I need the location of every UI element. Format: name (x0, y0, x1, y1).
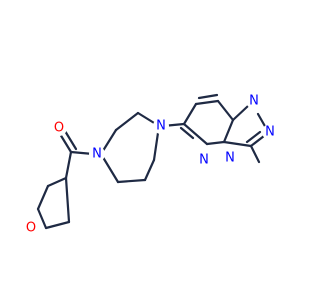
ring-oxygen-label: O (26, 221, 36, 236)
ring-oxygen: O (23, 220, 39, 236)
triazole-n1: N (246, 93, 262, 109)
bond (143, 158, 156, 182)
bond (194, 99, 220, 106)
diazepane-n4: N (153, 118, 169, 134)
atom-labels: O O N N N N N N (23, 93, 278, 236)
triazole-n2: N (262, 124, 278, 140)
bond (245, 130, 262, 144)
pyridazine-n1-label: N (199, 153, 209, 168)
pyridazine-n2: N (222, 150, 238, 166)
bond (114, 111, 140, 132)
pyridazine-n1: N (196, 152, 212, 168)
diazepane-n4-label: N (156, 119, 166, 134)
bond (44, 220, 71, 230)
bond (182, 122, 209, 146)
bond (182, 102, 198, 126)
bond (231, 104, 250, 122)
bond (205, 140, 226, 146)
bond (179, 126, 195, 140)
diazepane-n1: N (89, 146, 105, 162)
bond (256, 112, 268, 130)
bond (36, 184, 50, 211)
bond (58, 132, 73, 154)
bond (197, 93, 219, 100)
triazole-n2-label: N (265, 125, 275, 140)
bond (222, 140, 253, 148)
bond (99, 152, 120, 184)
bond (64, 150, 73, 180)
bond (46, 176, 68, 188)
diazepane-n1-label: N (92, 147, 102, 162)
bond (249, 134, 266, 148)
triazole-n1-label: N (249, 94, 259, 109)
bond (116, 178, 147, 184)
carbonyl-oxygen: O (51, 120, 67, 136)
bond (64, 176, 71, 224)
pyridazine-n2-label: N (225, 151, 235, 166)
bond (63, 129, 78, 151)
bond (222, 118, 235, 144)
bond (36, 207, 48, 230)
bonds (36, 93, 268, 230)
bond (249, 144, 261, 164)
bond (216, 99, 235, 122)
carbonyl-oxygen-label: O (54, 121, 64, 136)
molecule-structure: O O N N N N N N (23, 93, 278, 236)
